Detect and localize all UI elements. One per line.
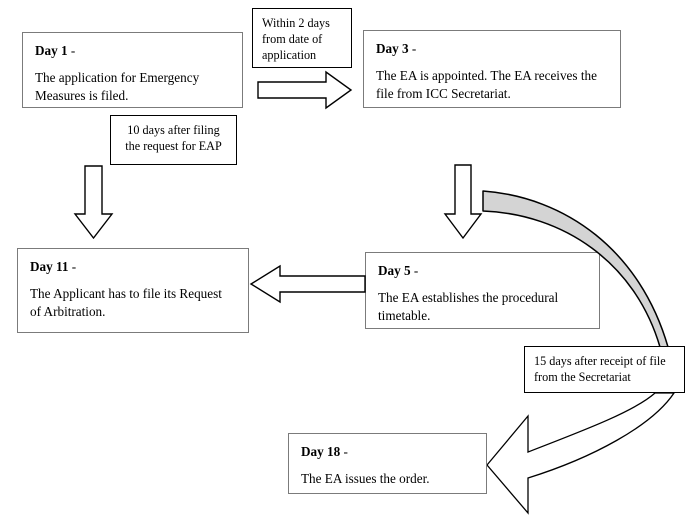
node-day11-body: The Applicant has to file its Request of… [30, 286, 222, 320]
node-day18-body: The EA issues the order. [301, 471, 430, 487]
arrow-down-day1-to-day11 [73, 165, 114, 240]
node-day5-title: Day 5 - [378, 263, 419, 278]
label-within-2-days: Within 2 days from date of application [252, 8, 352, 68]
node-day1-body: The application for Emergency Measures i… [35, 70, 200, 104]
arrow-left-day5-to-day11 [249, 264, 366, 304]
label-15-days: 15 days after receipt of file from the S… [524, 346, 685, 393]
node-day11-title: Day 11 - [30, 259, 77, 274]
arrow-down-day3-to-day5 [443, 164, 483, 240]
node-day18-title: Day 18 - [301, 444, 348, 459]
label-10-days-text: 10 days after filing the request for EAP [125, 123, 222, 154]
node-day1[interactable]: Day 1 - The application for Emergency Me… [22, 32, 243, 108]
node-day5-body: The EA establishes the procedural timeta… [378, 290, 559, 324]
label-10-days: 10 days after filing the request for EAP [110, 115, 237, 165]
node-day3[interactable]: Day 3 - The EA is appointed. The EA rece… [363, 30, 621, 108]
arrow-right-day1-to-day3 [257, 70, 353, 110]
node-day5[interactable]: Day 5 - The EA establishes the procedura… [365, 252, 600, 329]
node-day1-title: Day 1 - [35, 43, 76, 58]
label-within-2-days-text: Within 2 days from date of application [262, 16, 330, 63]
node-day3-body: The EA is appointed. The EA receives the… [376, 68, 597, 102]
node-day3-title: Day 3 - [376, 41, 417, 56]
curved-arrow-into-day18 [486, 392, 676, 515]
node-day11[interactable]: Day 11 - The Applicant has to file its R… [17, 248, 249, 333]
label-15-days-text: 15 days after receipt of file from the S… [534, 354, 666, 385]
node-day18[interactable]: Day 18 - The EA issues the order. [288, 433, 487, 494]
